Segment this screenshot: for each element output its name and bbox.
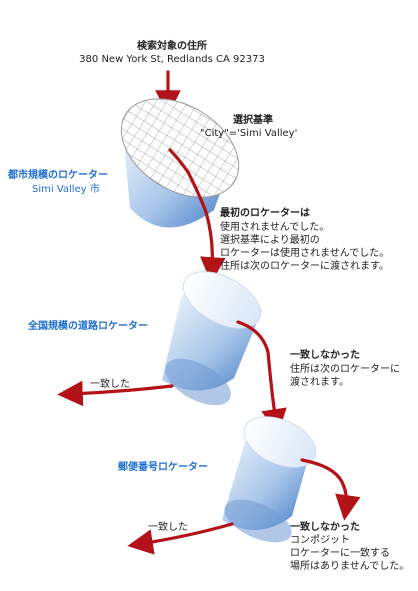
no-match-arrow-2 xyxy=(300,458,361,521)
first-note-line-2: 選択基準により最初の xyxy=(220,233,320,246)
matched-label-2: 一致した xyxy=(148,520,188,533)
selection-criteria: "City"='Simi Valley' xyxy=(200,128,297,139)
no-match-2-line-2: ロケーターに一致する xyxy=(290,546,390,559)
city-locator-cylinder xyxy=(120,98,240,228)
first-note-title: 最初のロケーターは xyxy=(220,206,310,219)
first-note-line-4: 住所は次のロケーターに渡されます。 xyxy=(220,259,389,272)
national-locator-cylinder xyxy=(162,271,262,406)
first-note-line-3: ロケーターは使用されませんでした。 xyxy=(220,246,389,259)
matched-label-1: 一致した xyxy=(90,377,130,390)
city-locator-subtitle: Simi Valley 市 xyxy=(32,182,100,195)
pass-through-arrow xyxy=(168,148,226,283)
national-locator-title: 全国規模の道路ロケーター xyxy=(27,319,148,332)
city-locator-title: 都市規模のロケーター xyxy=(7,168,108,181)
no-match-1-line-2: 渡されます。 xyxy=(290,375,349,388)
matched-arrow-2 xyxy=(127,522,234,555)
selection-filter-hatch xyxy=(121,98,239,198)
zip-locator-cylinder xyxy=(222,416,317,543)
no-match-2-line-3: 場所はありませんでした。 xyxy=(290,559,409,572)
zip-locator-title: 郵便番号ロケーター xyxy=(118,460,208,473)
no-match-1-line-1: 住所は次のロケーターに xyxy=(290,362,400,375)
first-note-line-1: 使用されませんでした。 xyxy=(220,220,329,233)
no-match-1-title: 一致しなかった xyxy=(290,348,360,361)
no-match-2-title: 一致しなかった xyxy=(290,520,360,533)
address-title: 検索対象の住所 xyxy=(137,39,207,52)
matched-arrow-1 xyxy=(57,380,174,407)
address-value: 380 New York St, Redlands CA 92373 xyxy=(79,54,265,65)
selection-title: 選択基準 xyxy=(233,113,273,126)
no-match-arrow-1 xyxy=(236,320,287,435)
no-match-2-line-1: コンポジット xyxy=(290,534,350,546)
